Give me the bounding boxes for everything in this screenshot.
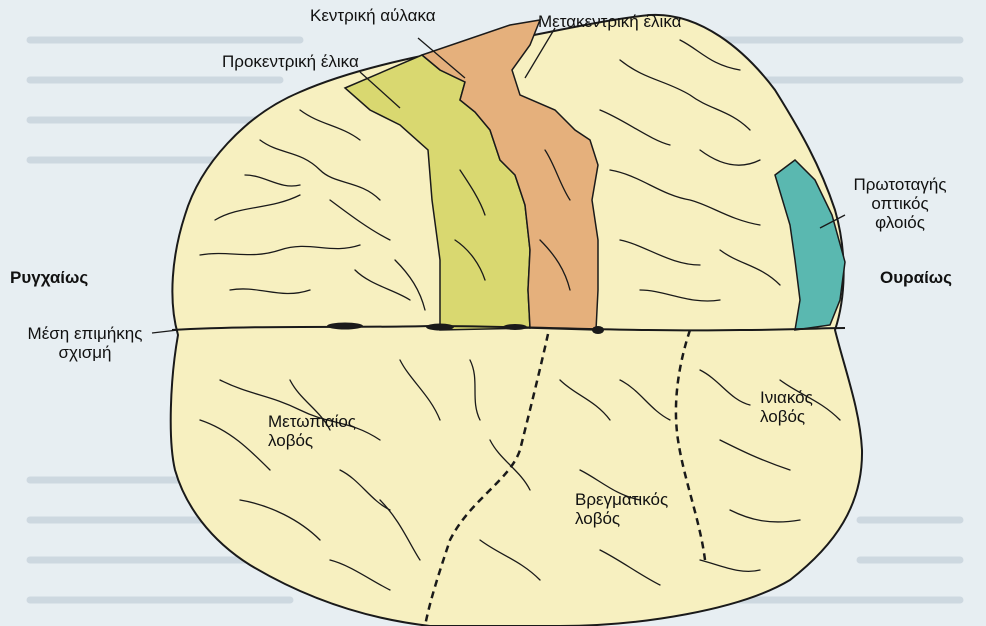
longitudinal-fissure-label: Μέση επιμήκης σχισμή bbox=[20, 324, 150, 362]
parietal-lobe-label: Βρεγματικός λοβός bbox=[575, 490, 668, 528]
frontal-lobe-label: Μετωπιαίος λοβός bbox=[268, 412, 356, 450]
frontal-lobe-label-line1: Μετωπιαίος bbox=[268, 412, 356, 431]
primary-visual-cortex-label-line1: Πρωτοταγής bbox=[850, 175, 950, 194]
primary-visual-cortex-label-line3: φλοιός bbox=[850, 213, 950, 232]
precentral-gyrus-label: Προκεντρική έλικα bbox=[222, 52, 359, 71]
primary-visual-cortex-label: Πρωτοταγής οπτικός φλοιός bbox=[850, 175, 950, 232]
parietal-lobe-label-line2: λοβός bbox=[575, 509, 668, 528]
primary-visual-cortex-label-line2: οπτικός bbox=[850, 194, 950, 213]
parietal-lobe-label-line1: Βρεγματικός bbox=[575, 490, 668, 509]
longitudinal-fissure-label-line2: σχισμή bbox=[20, 343, 150, 362]
caudal-label: Ουραίως bbox=[880, 268, 952, 287]
central-sulcus-label: Κεντρική αύλακα bbox=[310, 6, 436, 25]
frontal-lobe-label-line2: λοβός bbox=[268, 431, 356, 450]
rostral-label: Ρυγχαίως bbox=[10, 268, 88, 287]
longitudinal-fissure-label-line1: Μέση επιμήκης bbox=[20, 324, 150, 343]
occipital-lobe-label-line1: Ινιακός bbox=[760, 388, 813, 407]
occipital-lobe-label-line2: λοβός bbox=[760, 407, 813, 426]
postcentral-gyrus-label: Μετακεντρική έλικα bbox=[538, 12, 681, 31]
occipital-lobe-label: Ινιακός λοβός bbox=[760, 388, 813, 426]
